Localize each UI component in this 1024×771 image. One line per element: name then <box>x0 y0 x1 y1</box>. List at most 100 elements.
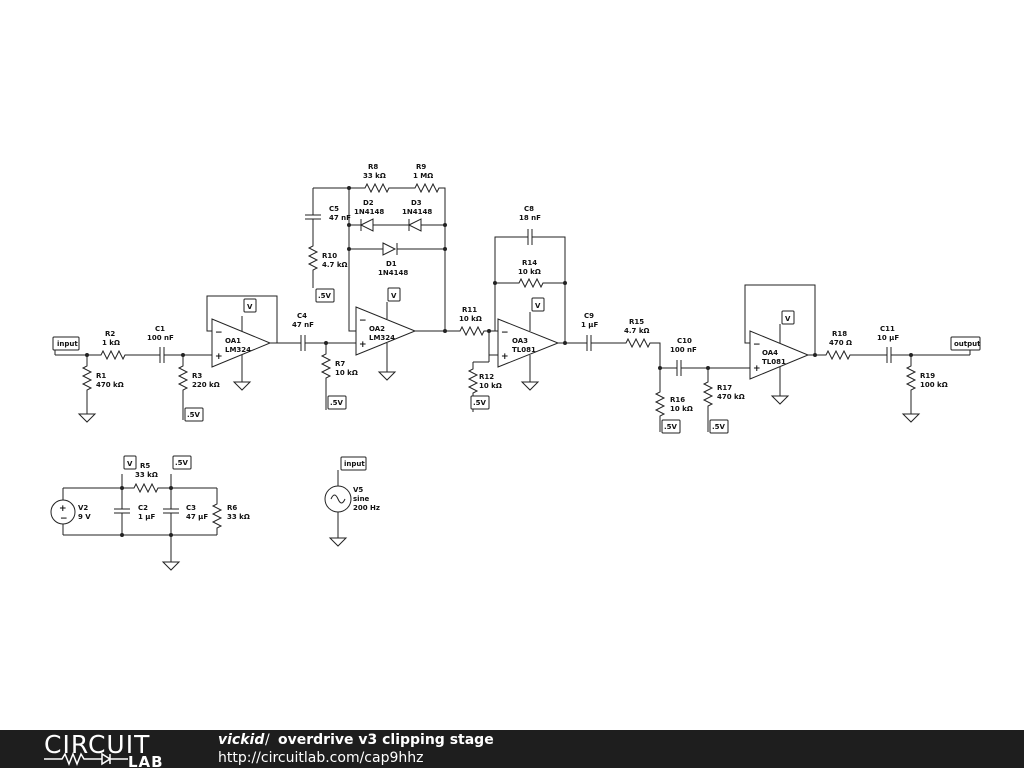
svg-text:10 kΩ: 10 kΩ <box>335 369 358 377</box>
footer-bar: CIRCUIT LAB vickid / overdrive v3 clippi… <box>0 730 1024 771</box>
net-flag-output[interactable]: output <box>950 336 981 355</box>
capacitor-C4[interactable]: C4 47 nF <box>291 312 315 352</box>
svg-text:R8: R8 <box>368 163 378 171</box>
svg-text:4.7 kΩ: 4.7 kΩ <box>322 261 347 269</box>
net-flag-input-v5[interactable]: input <box>340 456 367 471</box>
svg-text:100 nF: 100 nF <box>147 334 174 342</box>
svg-text:1 kΩ: 1 kΩ <box>102 339 120 347</box>
circuitlab-logo-top: CIRCUIT <box>44 730 151 759</box>
svg-text:C8: C8 <box>524 205 534 213</box>
capacitor-C3[interactable]: C3 47 µF <box>162 499 208 523</box>
capacitor-C8[interactable]: C8 18 nF <box>519 205 541 245</box>
resistor-R17[interactable]: R17 470 kΩ <box>703 377 745 411</box>
net-flag-half-v-r7[interactable]: .5V <box>327 395 347 410</box>
svg-text:C4: C4 <box>297 312 307 320</box>
resistor-R7[interactable]: R7 10 kΩ <box>321 349 358 383</box>
svg-text:47 nF: 47 nF <box>292 321 314 329</box>
voltage-source-V2[interactable]: + − V2 9 V <box>50 499 91 525</box>
capacitor-C1[interactable]: C1 100 nF <box>147 325 174 364</box>
resistor-R18[interactable]: R18 470 Ω <box>821 330 855 360</box>
svg-text:V: V <box>127 460 133 468</box>
logo-resistor-icon <box>44 752 128 766</box>
svg-text:D2: D2 <box>363 199 374 207</box>
svg-text:200 Hz: 200 Hz <box>353 504 380 512</box>
capacitor-C5[interactable]: C5 47 nF <box>304 205 351 229</box>
net-flag-half-v-r3[interactable]: .5V <box>184 407 204 422</box>
resistor-R10[interactable]: R10 4.7 kΩ <box>308 241 347 275</box>
resistor-R2[interactable]: R2 1 kΩ <box>96 330 130 360</box>
net-flag-half-v-r12[interactable]: .5V <box>470 395 490 410</box>
resistor-R16[interactable]: R16 10 kΩ <box>655 387 693 421</box>
svg-text:10 kΩ: 10 kΩ <box>670 405 693 413</box>
resistor-R3[interactable]: R3 220 kΩ <box>178 361 220 395</box>
resistor-R12[interactable]: R12 10 kΩ <box>468 364 502 398</box>
net-flag-v-oa1[interactable]: V <box>243 298 257 313</box>
svg-text:R10: R10 <box>322 252 337 260</box>
svg-text:10 kΩ: 10 kΩ <box>459 315 482 323</box>
title-separator: / <box>265 732 270 748</box>
voltage-source-V5[interactable]: V5 sine 200 Hz <box>324 485 380 513</box>
resistor-R14[interactable]: R14 10 kΩ <box>514 259 548 288</box>
svg-text:+: + <box>753 364 761 374</box>
circuitlab-logo-bottom: LAB <box>128 753 164 771</box>
resistor-R15[interactable]: R15 4.7 kΩ <box>621 318 655 348</box>
svg-text:R7: R7 <box>335 360 345 368</box>
net-flag-v-oa2[interactable]: V <box>387 287 401 302</box>
svg-text:−: − <box>501 328 509 338</box>
net-flag-v-oa4[interactable]: V <box>781 310 795 325</box>
svg-text:R14: R14 <box>522 259 537 267</box>
resistor-R6[interactable]: R6 33 kΩ <box>212 499 250 533</box>
net-flag-v-oa3[interactable]: V <box>531 297 545 312</box>
svg-text:V2: V2 <box>78 504 88 512</box>
net-flag-v-r5[interactable]: V <box>123 455 137 470</box>
svg-text:R12: R12 <box>479 373 494 381</box>
diode-D1[interactable]: D1 1N4148 <box>378 242 408 277</box>
net-flag-half-v-r16[interactable]: .5V <box>661 419 681 434</box>
resistor-R19[interactable]: R19 100 kΩ <box>906 361 948 395</box>
svg-text:OA1: OA1 <box>225 337 241 345</box>
svg-text:+: + <box>501 352 509 362</box>
svg-text:C9: C9 <box>584 312 594 320</box>
svg-text:V: V <box>535 302 541 310</box>
resistor-R8[interactable]: R8 33 kΩ <box>360 163 394 193</box>
diode-D2[interactable]: D2 1N4148 <box>354 199 384 232</box>
svg-text:input: input <box>344 460 365 468</box>
svg-text:R17: R17 <box>717 384 732 392</box>
resistor-R9[interactable]: R9 1 MΩ <box>410 163 444 193</box>
resistor-R1[interactable]: R1 470 kΩ <box>82 361 124 395</box>
svg-text:10 kΩ: 10 kΩ <box>479 382 502 390</box>
diode-D3[interactable]: D3 1N4148 <box>402 199 432 232</box>
capacitor-C2[interactable]: C2 1 µF <box>113 499 155 523</box>
net-flag-half-v-r17[interactable]: .5V <box>709 419 729 434</box>
svg-text:R3: R3 <box>192 372 202 380</box>
resistor-R11[interactable]: R11 10 kΩ <box>455 306 489 336</box>
author-link[interactable]: vickid <box>218 732 265 748</box>
svg-text:.5V: .5V <box>318 292 332 300</box>
circuit-url-link[interactable]: http://circuitlab.com/cap9hhz <box>218 750 424 766</box>
svg-text:10 kΩ: 10 kΩ <box>518 268 541 276</box>
svg-text:.5V: .5V <box>712 423 726 431</box>
net-flag-half-v-c3[interactable]: .5V <box>172 455 192 470</box>
opamp-OA2[interactable]: − + OA2 LM324 <box>355 302 417 366</box>
svg-text:1 µF: 1 µF <box>138 513 155 521</box>
svg-text:C1: C1 <box>155 325 165 333</box>
svg-text:4.7 kΩ: 4.7 kΩ <box>624 327 649 335</box>
svg-text:R6: R6 <box>227 504 237 512</box>
svg-text:−: − <box>215 328 223 338</box>
net-flag-half-v-r10[interactable]: .5V <box>315 288 335 303</box>
svg-text:C2: C2 <box>138 504 148 512</box>
svg-text:R9: R9 <box>416 163 426 171</box>
capacitor-C9[interactable]: C9 1 µF <box>577 312 601 352</box>
svg-text:V: V <box>247 303 253 311</box>
opamp-OA4[interactable]: − + OA4 TL081 <box>749 324 810 390</box>
svg-text:V: V <box>391 292 397 300</box>
svg-text:TL081: TL081 <box>762 358 786 366</box>
capacitor-C11[interactable]: C11 10 µF <box>877 325 901 364</box>
net-flag-input[interactable]: input <box>52 336 80 355</box>
opamp-OA1[interactable]: − + OA1 LM324 <box>211 316 272 376</box>
svg-text:1 MΩ: 1 MΩ <box>413 172 433 180</box>
svg-text:47 µF: 47 µF <box>186 513 208 521</box>
resistor-R5[interactable]: R5 33 kΩ <box>129 462 163 493</box>
opamp-OA3[interactable]: − + OA3 TL081 <box>497 312 560 376</box>
capacitor-C10[interactable]: C10 100 nF <box>667 337 697 377</box>
